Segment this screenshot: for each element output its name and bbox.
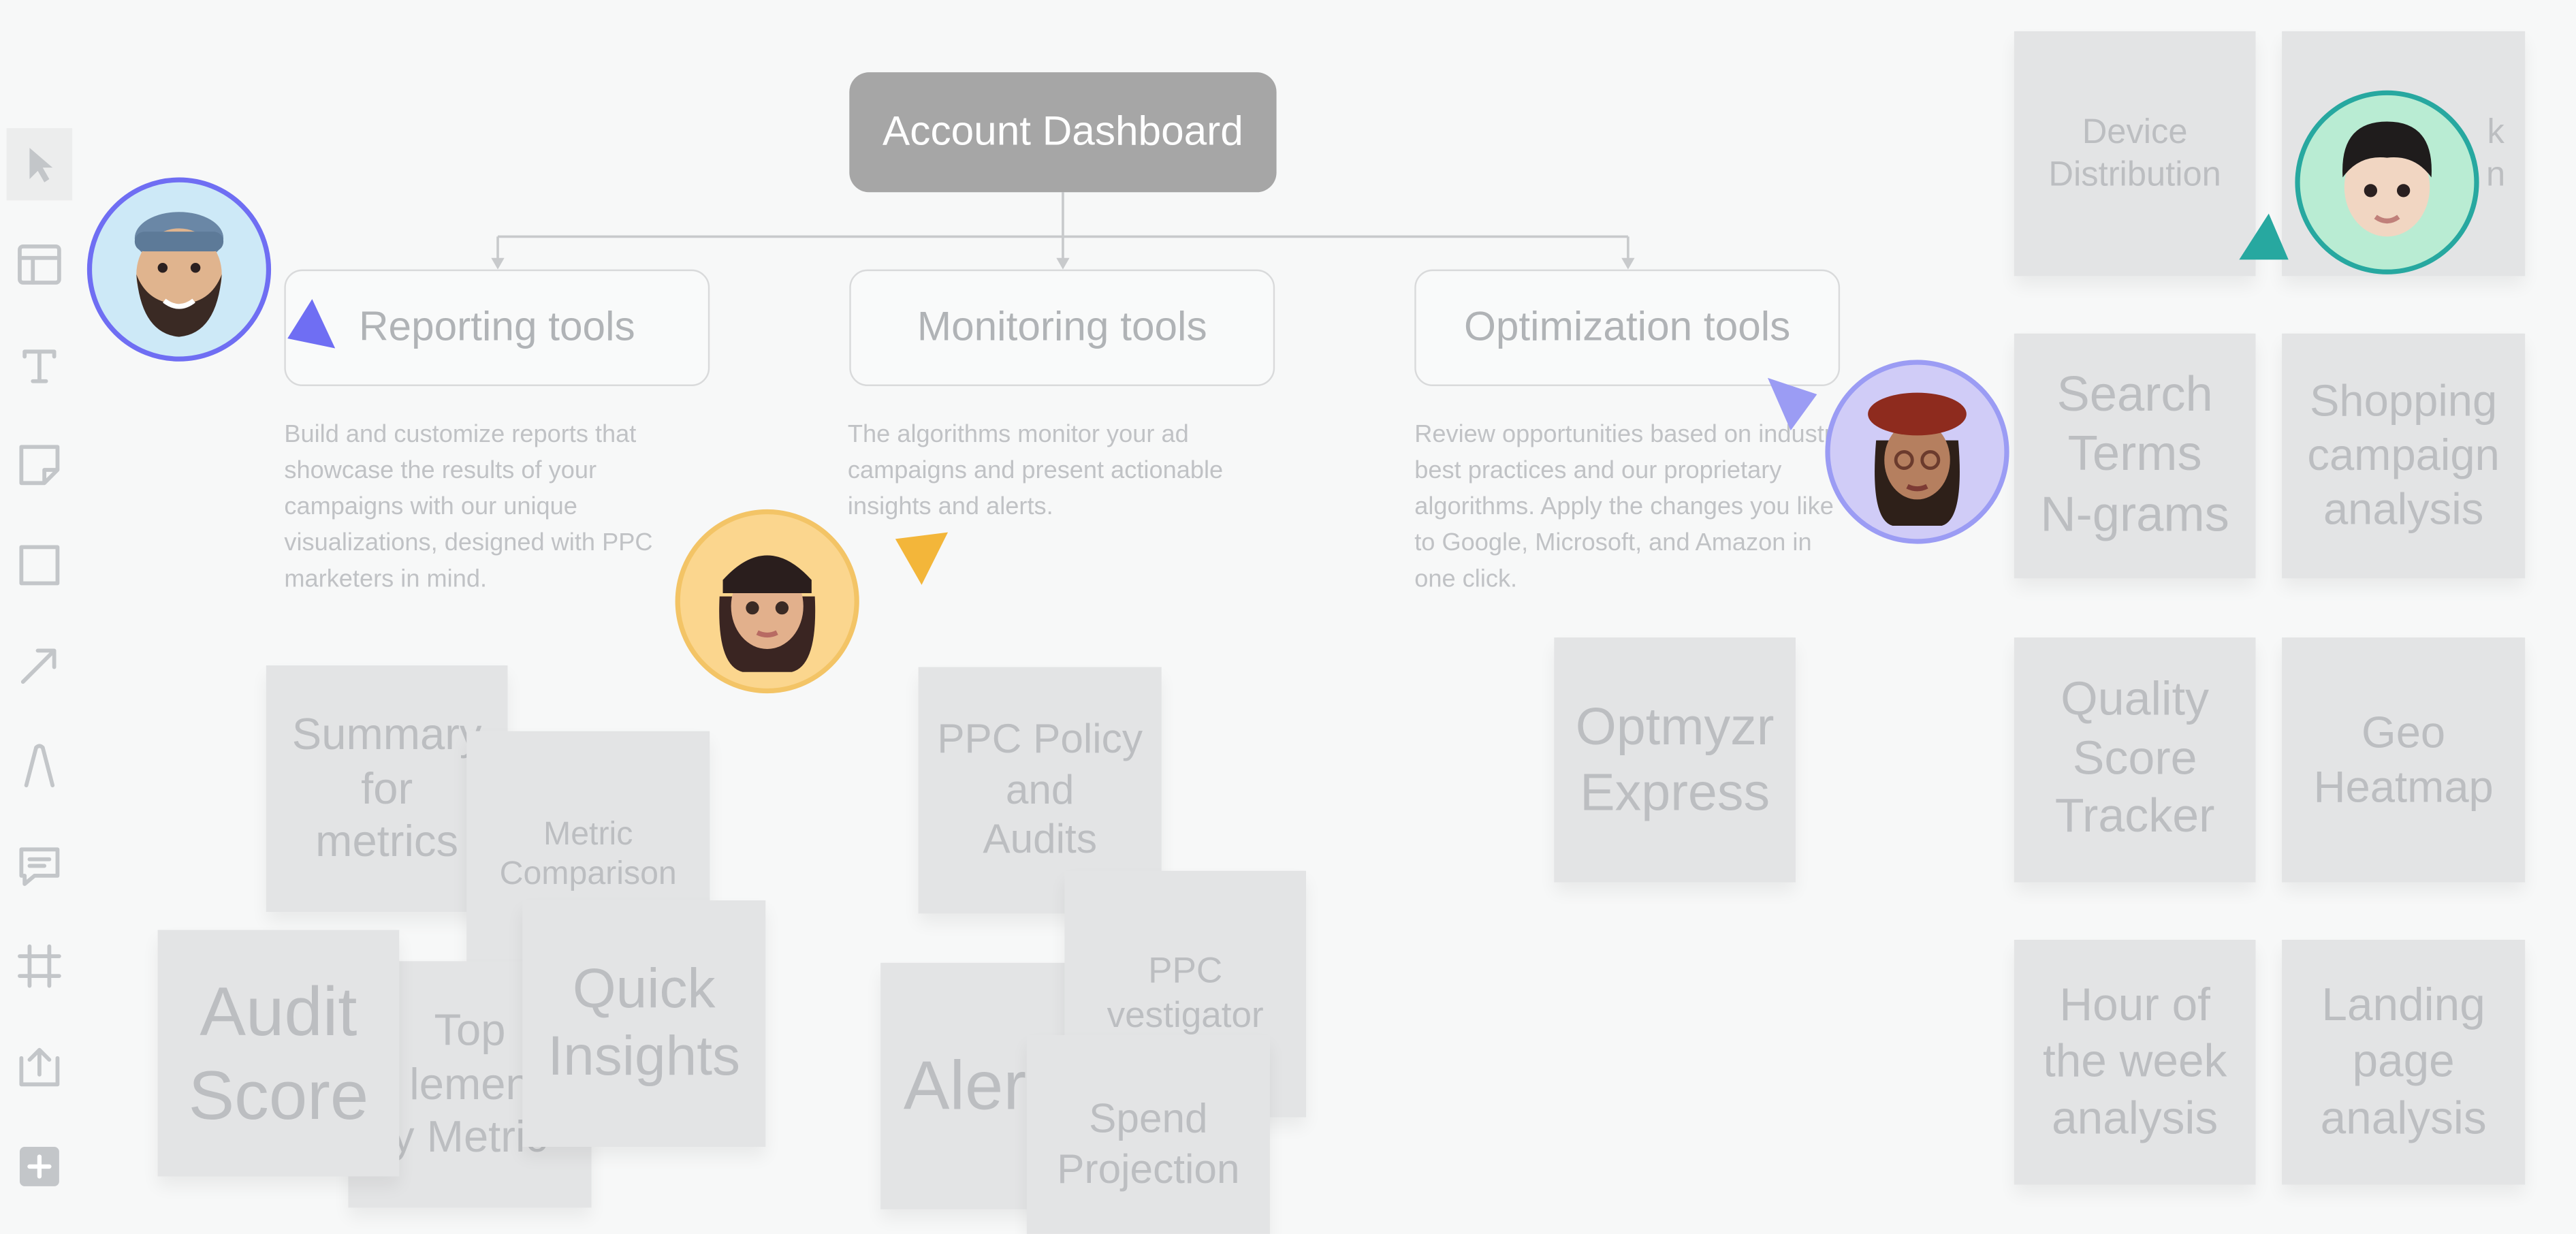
sticky-note-audit-score[interactable]: Audit Score	[157, 930, 400, 1177]
left-toolbar	[0, 114, 93, 1233]
woman-beret-avatar-icon	[1868, 392, 1967, 526]
sticky-note-device-distribution[interactable]: Device Distribution	[2014, 31, 2256, 276]
monitoring-tools-description: The algorithms monitor your ad campaigns…	[847, 420, 1224, 521]
layout-icon	[18, 244, 61, 285]
select-tool-button[interactable]	[6, 128, 73, 201]
text-tool-button[interactable]	[7, 329, 73, 401]
layout-tool-button[interactable]	[7, 228, 73, 300]
collaborator-cursor-lavender	[1767, 377, 1817, 431]
woman-beanie-avatar-icon	[719, 555, 816, 672]
rectangle-icon	[19, 545, 60, 586]
collaborator-avatar-boy	[2295, 90, 2479, 274]
collaborator-avatar-woman-beret	[1825, 360, 2009, 544]
sticky-note-landing-page-analysis[interactable]: Landing page analysis	[2282, 940, 2526, 1185]
collaborator-cursor-teal	[2239, 213, 2289, 260]
boy-avatar-icon	[2342, 121, 2432, 237]
root-node-account-dashboard[interactable]: Account Dashboard	[849, 72, 1277, 193]
collaborator-cursor-orange	[895, 532, 949, 585]
collaborator-avatar-bearded-man	[86, 177, 272, 362]
sticky-note-spend-projection[interactable]: Spend Projection	[1026, 1034, 1270, 1234]
sticky-note-shopping-campaign-analysis[interactable]: Shopping campaign analysis	[2282, 333, 2526, 579]
sticky-note-hour-of-week-analysis[interactable]: Hour of the week analysis	[2014, 940, 2256, 1185]
bearded-man-avatar-icon	[134, 212, 224, 337]
sticky-note-geo-heatmap[interactable]: Geo Heatmap	[2282, 637, 2526, 883]
sticky-note-icon	[19, 445, 60, 486]
reporting-tools-description: Build and customize reports that showcas…	[284, 420, 653, 593]
comment-tool-button[interactable]	[7, 829, 73, 902]
node-monitoring-tools[interactable]: Monitoring tools	[849, 269, 1275, 386]
plus-icon	[19, 1146, 59, 1186]
sticky-note-ppc-policy-audits[interactable]: PPC Policy and Audits	[918, 667, 1162, 914]
sticky-note-optmyzr-express[interactable]: Optmyzr Express	[1554, 637, 1796, 883]
collaborator-avatar-woman-beanie	[675, 509, 859, 694]
pointer-icon	[29, 148, 53, 183]
arrow-icon	[20, 648, 57, 684]
pen-icon	[24, 744, 55, 788]
frame-tool-button[interactable]	[7, 930, 73, 1002]
node-reporting-tools[interactable]: Reporting tools	[284, 269, 710, 386]
frame-icon	[18, 944, 61, 988]
optimization-tools-description: Review opportunities based on industry b…	[1414, 420, 1845, 593]
arrow-tool-button[interactable]	[7, 629, 73, 701]
comment-icon	[19, 847, 60, 886]
text-icon	[22, 349, 57, 383]
sticky-note-quick-insights[interactable]: Quick Insights	[522, 900, 766, 1147]
more-tools-button[interactable]	[7, 1130, 73, 1203]
collaborator-cursor-blue	[287, 299, 336, 349]
pen-tool-button[interactable]	[7, 729, 73, 802]
sticky-note-quality-score-tracker[interactable]: Quality Score Tracker	[2014, 637, 2256, 883]
upload-tool-button[interactable]	[7, 1030, 73, 1103]
sticky-note-search-terms-ngrams[interactable]: Search Terms N-grams	[2014, 333, 2256, 579]
rectangle-tool-button[interactable]	[7, 529, 73, 601]
node-optimization-tools[interactable]: Optimization tools	[1414, 269, 1841, 386]
upload-icon	[19, 1047, 60, 1087]
sticky-note-tool-button[interactable]	[7, 429, 73, 501]
